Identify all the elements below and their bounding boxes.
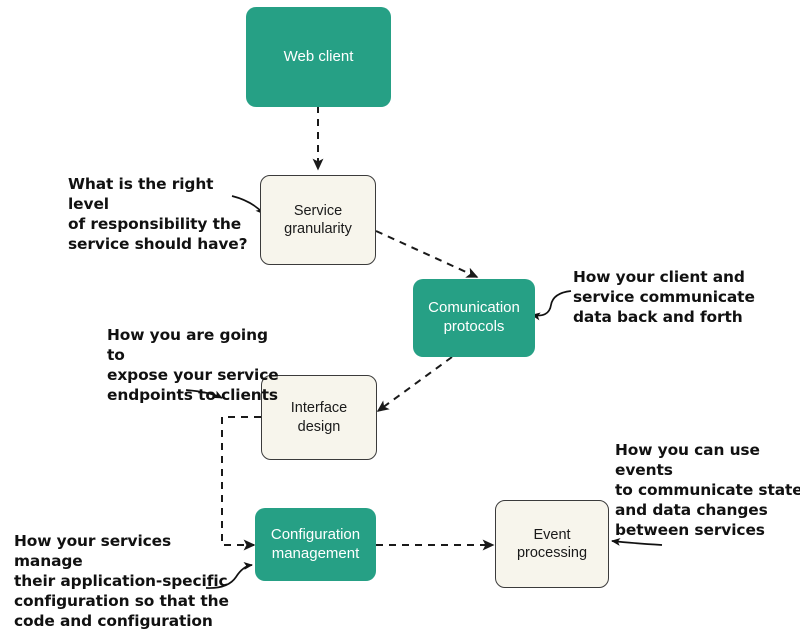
node-configuration-management[interactable]: Configuration management <box>255 508 376 581</box>
node-web-client[interactable]: Web client <box>246 7 391 107</box>
leader-note-event-processing <box>611 537 663 546</box>
node-event-processing-label: Event processing <box>516 526 588 561</box>
edge-service-granularity-to-comunication-protocols <box>375 230 479 278</box>
node-event-processing[interactable]: Event processing <box>495 500 609 588</box>
note-configuration-management: How your services manage their applicati… <box>14 532 229 636</box>
node-configuration-management-label: Configuration management <box>270 525 361 562</box>
edge-comunication-protocols-to-interface-design <box>376 356 453 412</box>
node-comunication-protocols[interactable]: Comunication protocols <box>413 279 535 357</box>
note-service-granularity: What is the right level of responsibilit… <box>68 175 248 254</box>
node-interface-design[interactable]: Interface design <box>261 375 377 460</box>
note-interface-design: How you are going to expose your service… <box>107 326 279 405</box>
node-web-client-label: Web client <box>283 47 354 65</box>
node-comunication-protocols-label: Comunication protocols <box>428 299 520 335</box>
node-service-granularity[interactable]: Service granularity <box>260 175 376 265</box>
node-interface-design-label: Interface design <box>290 400 348 435</box>
note-comunication-protocols: How your client and service communicate … <box>573 268 755 327</box>
note-event-processing: How you can use events to communicate st… <box>615 441 800 540</box>
node-service-granularity-label: Service granularity <box>284 202 352 237</box>
leader-note-comunication-protocols <box>531 290 572 321</box>
